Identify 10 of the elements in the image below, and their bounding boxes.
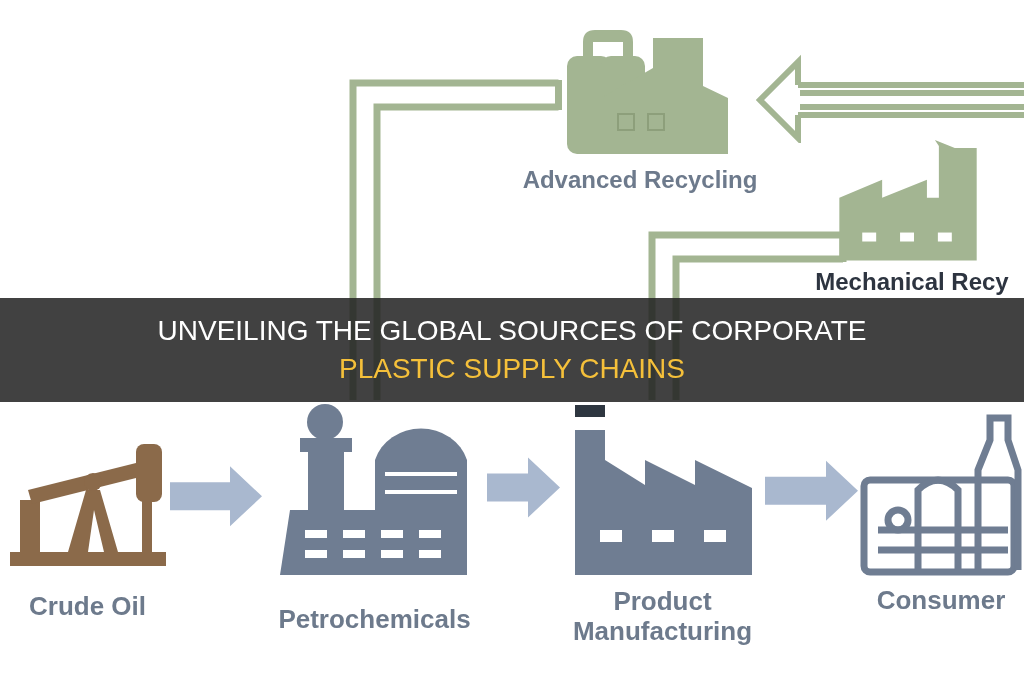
- step-label: Product Manufacturing: [571, 587, 754, 647]
- step-label: Petrochemicals: [278, 605, 471, 635]
- flow-arrow: [765, 460, 858, 521]
- step-label: Consumer: [876, 586, 1006, 616]
- step-label: Crude Oil: [29, 592, 146, 622]
- title: UNVEILING THE GLOBAL SOURCES OF CORPORATE PLASTIC SUPPLY CHAINS: [156, 314, 868, 386]
- flow-arrow: [170, 466, 262, 527]
- step-label: Mechanical Recy: [815, 268, 1009, 296]
- step-label: Advanced Recycling: [522, 166, 758, 194]
- flow-arrow: [487, 457, 560, 518]
